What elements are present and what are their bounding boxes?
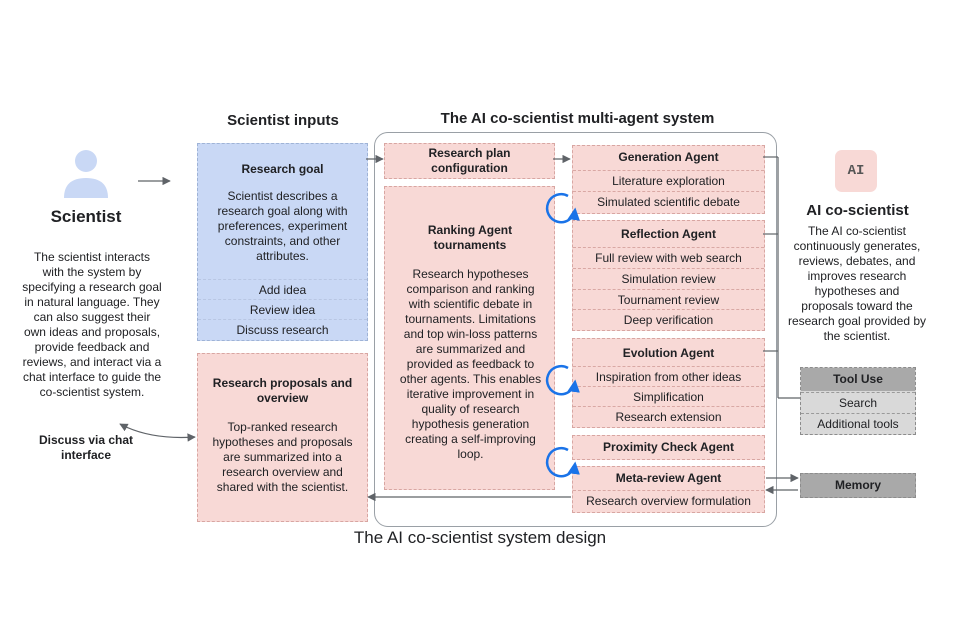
ai-badge-icon: AI <box>835 150 877 192</box>
research-plan-title: Research plan configuration <box>428 146 511 175</box>
scientist-title: Scientist <box>50 207 122 226</box>
multi-agent-system-header: The AI co-scientist multi-agent system <box>440 110 715 127</box>
chat-interface-arrow <box>119 423 196 442</box>
overview-formulation-item: Research overview formulation <box>573 490 764 512</box>
research-proposals-box: Research proposals and overview Top-rank… <box>197 353 368 522</box>
additional-tools-item: Additional tools <box>801 413 915 434</box>
research-plan-box: Research plan configuration <box>384 143 555 179</box>
simulated-debate-item: Simulated scientific debate <box>573 191 764 213</box>
discuss-via-chat-label: Discuss via chat interface <box>38 433 134 462</box>
ranking-agent-description: Research hypotheses comparison and ranki… <box>399 267 542 461</box>
meta-review-agent-title: Meta-review Agent <box>615 471 722 485</box>
reflection-agent-box: Reflection Agent Full review with web se… <box>572 220 765 331</box>
scientist-description: The scientist interacts with the system … <box>22 250 162 399</box>
deep-verification-item: Deep verification <box>573 309 764 330</box>
ranking-agent-title: Ranking Agent tournaments <box>427 223 513 252</box>
scientist-inputs-header: Scientist inputs <box>227 112 339 129</box>
person-icon <box>60 148 112 200</box>
discuss-research-button[interactable]: Discuss research <box>198 319 367 340</box>
add-idea-button[interactable]: Add idea <box>198 279 367 300</box>
diagram-caption: The AI co-scientist system design <box>353 528 607 547</box>
research-goal-description: Scientist describes a research goal alon… <box>217 189 348 263</box>
proximity-agent-box: Proximity Check Agent <box>572 435 765 460</box>
full-review-item: Full review with web search <box>573 247 764 268</box>
inspiration-item: Inspiration from other ideas <box>573 366 764 387</box>
tournament-review-item: Tournament review <box>573 289 764 310</box>
research-goal-box: Research goal Scientist describes a rese… <box>197 143 368 341</box>
research-goal-title: Research goal <box>241 162 324 176</box>
review-idea-button[interactable]: Review idea <box>198 299 367 320</box>
multi-agent-system-container <box>374 132 777 527</box>
memory-box: Memory <box>800 473 916 498</box>
tool-use-title: Tool Use <box>801 368 915 391</box>
reflection-agent-title: Reflection Agent <box>621 227 716 241</box>
meta-review-agent-box: Meta-review Agent Research overview form… <box>572 466 765 513</box>
cycle-icon-evolution <box>545 364 580 396</box>
tool-use-box: Tool Use Search Additional tools <box>800 367 916 435</box>
cycle-icon-generation <box>545 192 580 224</box>
evolution-agent-title: Evolution Agent <box>622 346 715 360</box>
generation-agent-box: Generation Agent Literature exploration … <box>572 145 765 214</box>
ranking-agent-box: Ranking Agent tournaments Research hypot… <box>384 186 555 490</box>
research-extension-item: Research extension <box>573 406 764 427</box>
research-proposals-description: Top-ranked research hypotheses and propo… <box>212 420 353 494</box>
search-tool-item: Search <box>801 392 915 413</box>
research-proposals-title: Research proposals and overview <box>212 376 353 405</box>
literature-exploration-item: Literature exploration <box>573 170 764 192</box>
cycle-icon-meta-review <box>545 446 580 478</box>
proximity-agent-title: Proximity Check Agent <box>603 440 734 454</box>
memory-title: Memory <box>834 478 881 492</box>
simulation-review-item: Simulation review <box>573 268 764 289</box>
generation-agent-title: Generation Agent <box>618 150 719 164</box>
ai-coscientist-description: The AI co-scientist continuously generat… <box>787 224 927 343</box>
ai-coscientist-title: AI co-scientist <box>806 202 909 219</box>
evolution-agent-box: Evolution Agent Inspiration from other i… <box>572 338 765 428</box>
simplification-item: Simplification <box>573 386 764 407</box>
